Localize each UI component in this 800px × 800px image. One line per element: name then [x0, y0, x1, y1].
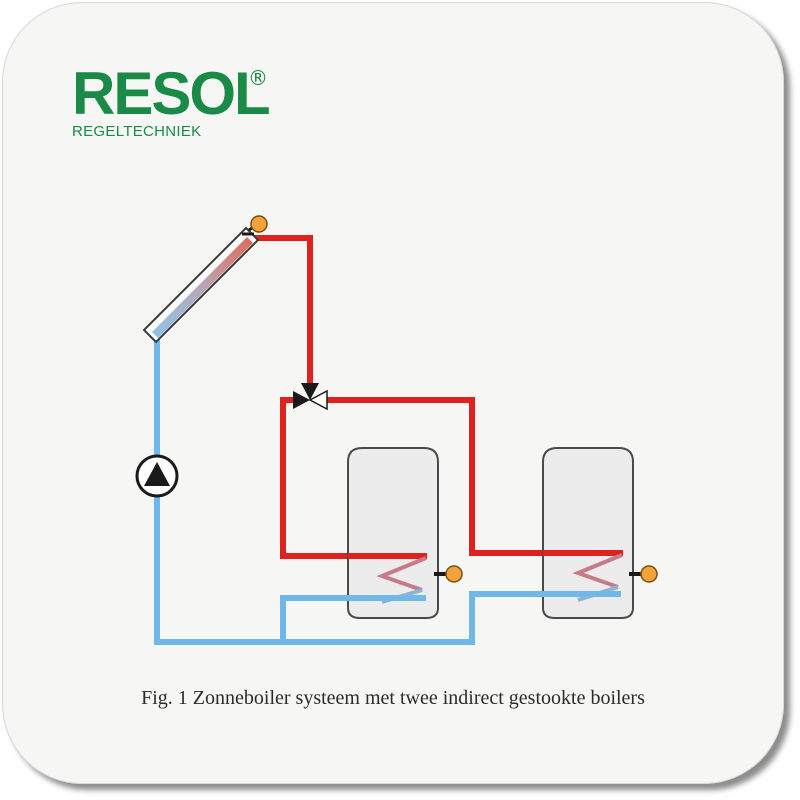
logo-registered-mark: ® — [248, 66, 268, 90]
figure-caption: Fig. 1 Zonneboiler systeem met twee indi… — [141, 687, 645, 709]
resol-logo: RESOL ® REGELTECHNIEK — [72, 64, 272, 144]
three-way-valve — [293, 383, 328, 411]
collector-to-valve-pipe — [248, 235, 313, 390]
solar-collector — [142, 226, 260, 344]
tank1-return-pipe — [280, 595, 348, 642]
diagram-card: RESOL ® REGELTECHNIEK — [2, 2, 784, 784]
tank-1-sensor — [434, 565, 463, 583]
storage-tank-2 — [542, 447, 634, 619]
storage-tank-1 — [347, 447, 439, 619]
logo-tagline: REGELTECHNIEK — [72, 123, 202, 140]
collector-sensor — [248, 215, 268, 233]
tank-2-sensor — [629, 565, 658, 583]
solar-system-diagram — [135, 215, 658, 645]
cold-pipes — [154, 338, 621, 645]
collector-return-pipe — [154, 338, 543, 645]
circulation-pump — [135, 454, 179, 498]
logo-wordmark: RESOL — [72, 60, 271, 127]
